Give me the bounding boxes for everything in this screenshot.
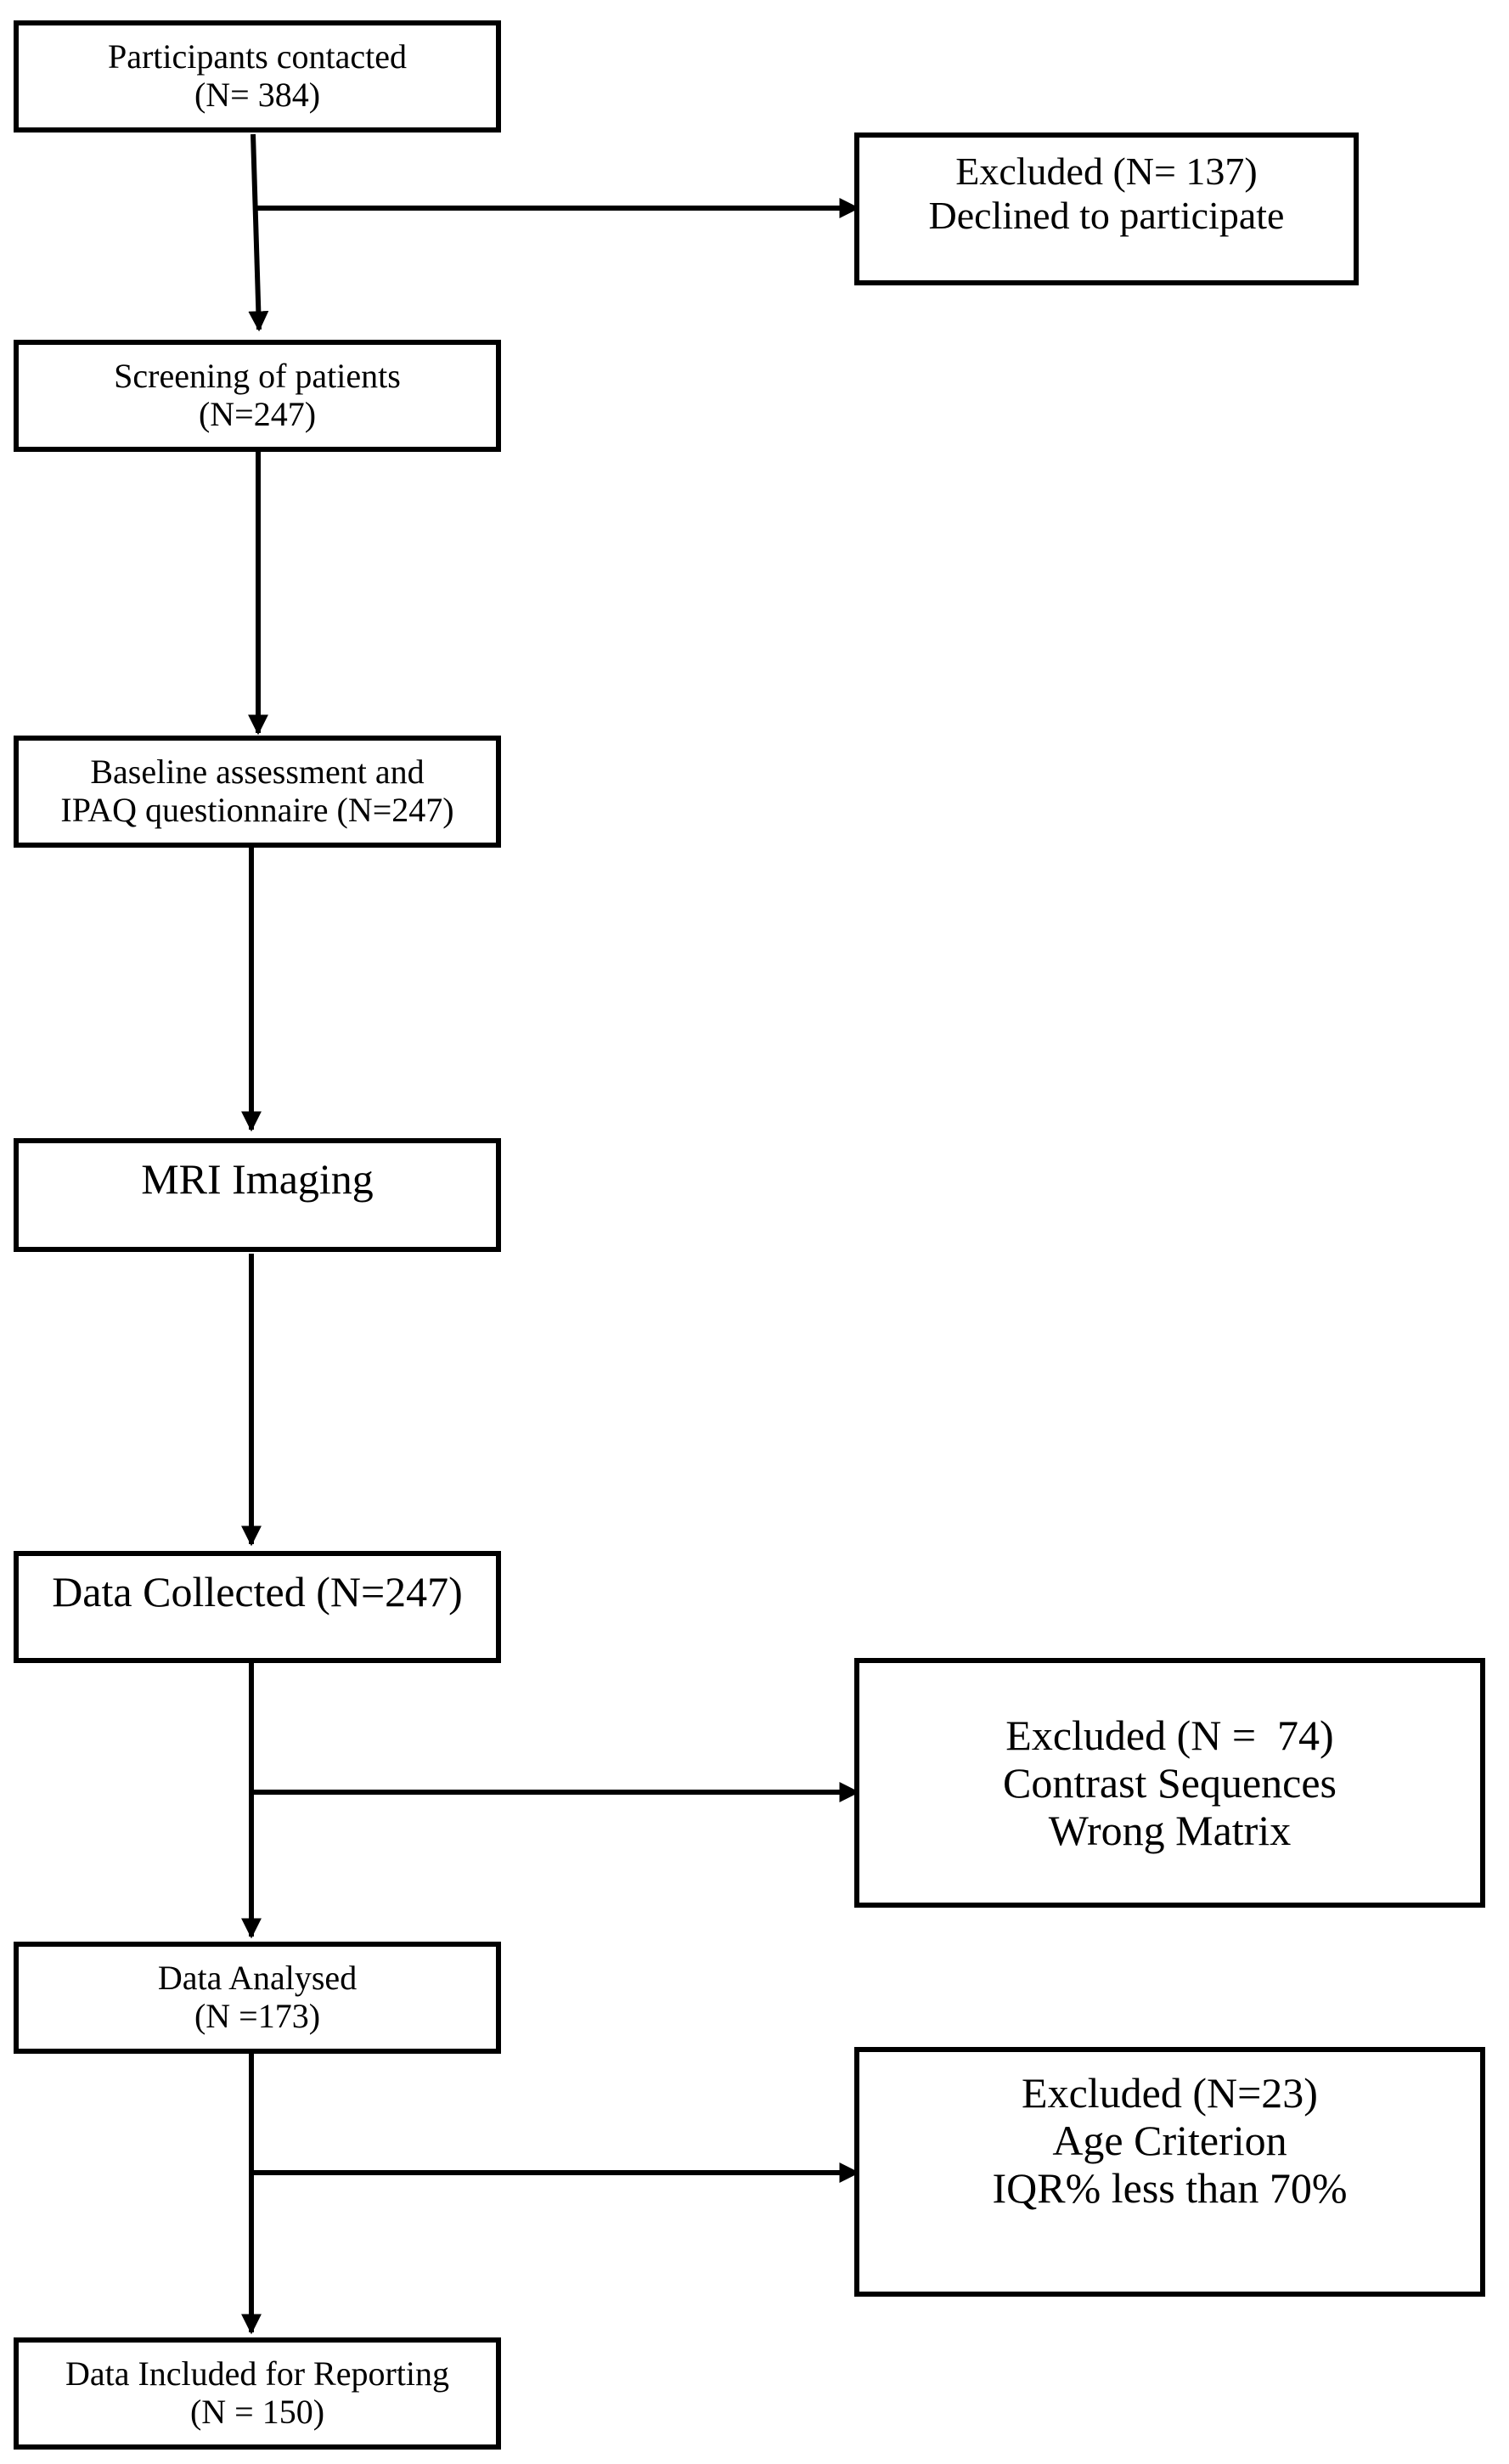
- node-label: (N=247): [198, 395, 317, 433]
- node-label: IPAQ questionnaire (N=247): [60, 791, 454, 829]
- node-label: Data Included for Reporting: [65, 2354, 450, 2394]
- node-label: Excluded (N=23): [1022, 2069, 1318, 2117]
- node-label: Excluded (N = 74): [1005, 1711, 1334, 1759]
- node-label: (N =173): [194, 1997, 321, 2035]
- node-label: Declined to participate: [928, 193, 1285, 237]
- node-label: Contrast Sequences: [1003, 1759, 1337, 1807]
- node-data-included-reporting: Data Included for Reporting (N = 150): [14, 2337, 501, 2450]
- node-excluded-contrast: Excluded (N = 74) Contrast Sequences Wro…: [854, 1658, 1485, 1908]
- node-label: Baseline assessment and: [90, 753, 425, 792]
- node-label: Wrong Matrix: [1048, 1807, 1292, 1854]
- node-label: Data Analysed: [157, 1959, 358, 1998]
- node-label: Screening of patients: [114, 357, 401, 396]
- node-data-collected: Data Collected (N=247): [14, 1551, 501, 1663]
- node-label: Data Collected (N=247): [52, 1568, 463, 1615]
- node-label: (N= 384): [194, 76, 321, 114]
- node-excluded-declined: Excluded (N= 137) Declined to participat…: [854, 133, 1359, 285]
- node-excluded-age: Excluded (N=23) Age Criterion IQR% less …: [854, 2047, 1485, 2297]
- node-data-analysed: Data Analysed (N =173): [14, 1942, 501, 2054]
- arrow-contacted-to-screening: [248, 133, 269, 332]
- node-label: Excluded (N= 137): [955, 149, 1258, 193]
- node-screening-of-patients: Screening of patients (N=247): [14, 340, 501, 452]
- node-label: Participants contacted: [107, 37, 408, 76]
- node-participants-contacted: Participants contacted (N= 384): [14, 20, 501, 133]
- node-label: IQR% less than 70%: [992, 2164, 1348, 2212]
- node-mri-imaging: MRI Imaging: [14, 1138, 501, 1252]
- node-label: Age Criterion: [1052, 2117, 1287, 2164]
- node-baseline-assessment: Baseline assessment and IPAQ questionnai…: [14, 736, 501, 848]
- node-label: (N = 150): [189, 2393, 325, 2431]
- node-label: MRI Imaging: [141, 1155, 374, 1203]
